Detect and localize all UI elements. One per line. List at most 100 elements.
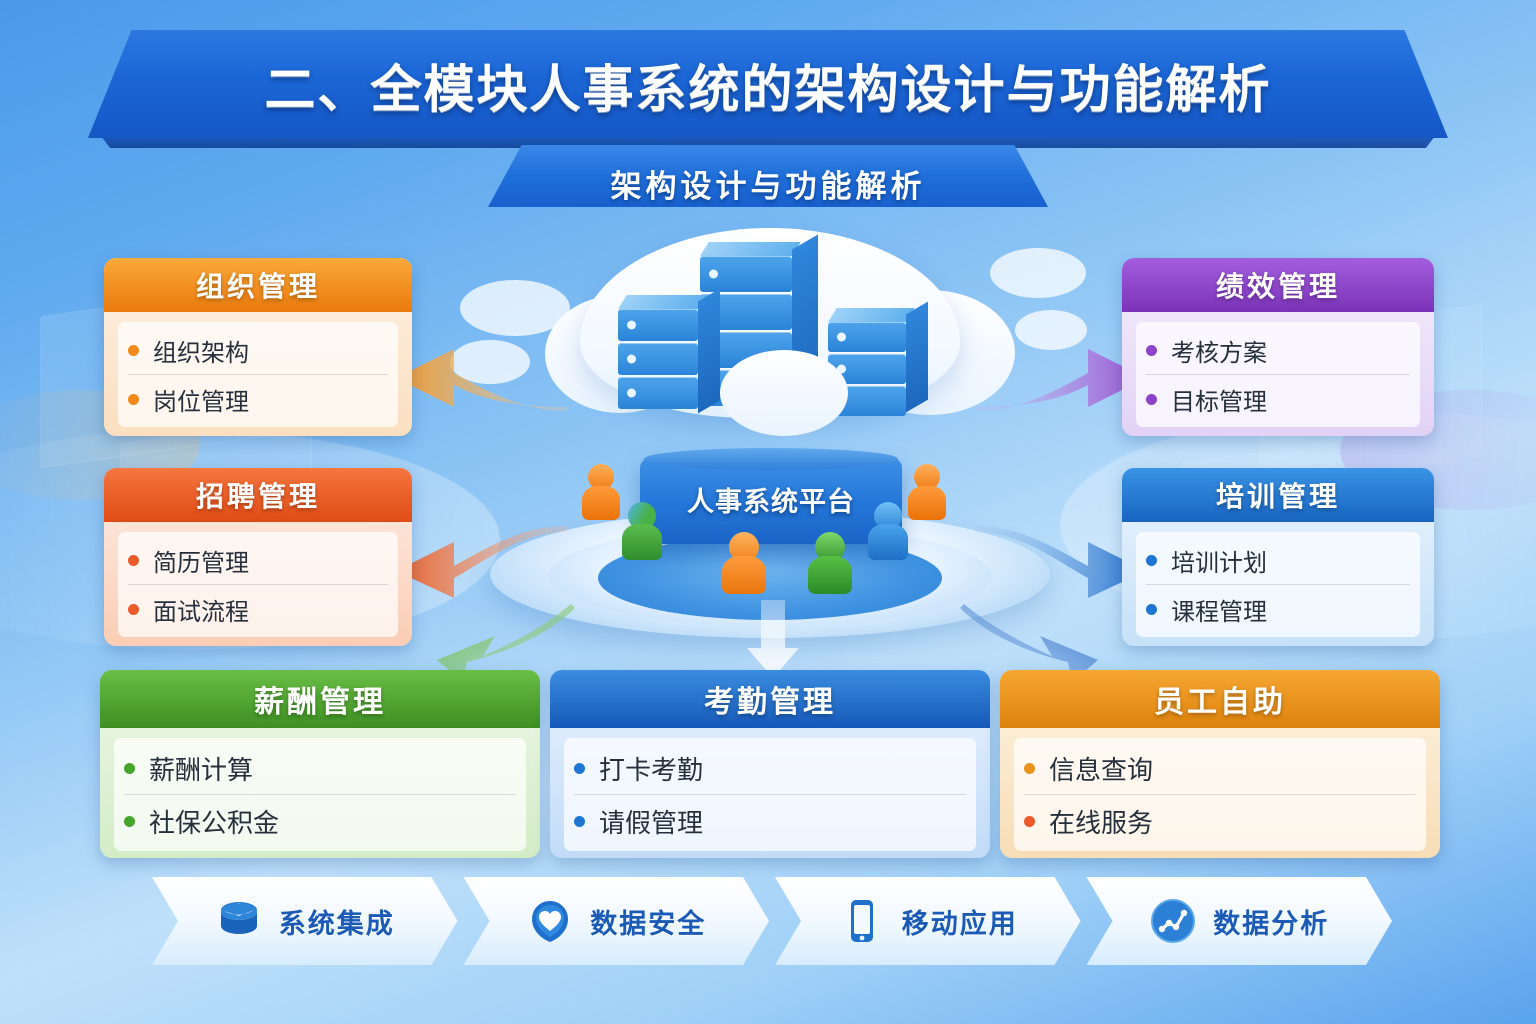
module-item[interactable]: 简历管理 [128,536,388,584]
module-card-header: 员工自助 [1000,670,1440,728]
bullet-dot-icon [128,554,139,566]
module-title: 组织管理 [195,271,320,302]
module-card-payroll[interactable]: 薪酬管理 薪酬计算 社保公积金 [100,670,540,858]
module-title: 绩效管理 [1215,271,1340,302]
cloud-decor [990,248,1086,298]
module-card-header: 组织管理 [104,258,412,312]
center-illustration: 人事系统平台 [450,210,1090,680]
bullet-dot-icon [1024,815,1035,827]
bullet-dot-icon [1146,554,1157,566]
module-item[interactable]: 课程管理 [1146,584,1410,633]
module-card-body: 信息查询 在线服务 [1000,728,1440,858]
module-card-header: 薪酬管理 [100,670,540,728]
module-card-training[interactable]: 培训管理 培训计划 课程管理 [1122,468,1434,646]
bullet-dot-icon [128,393,139,405]
module-item[interactable]: 面试流程 [128,584,388,633]
module-item-label: 请假管理 [599,807,704,838]
module-card-header: 培训管理 [1122,468,1434,522]
server-rack-left [618,288,720,420]
module-item-label: 培训计划 [1171,549,1267,577]
module-title: 考勤管理 [704,686,836,719]
module-card-performance[interactable]: 绩效管理 考核方案 目标管理 [1122,258,1434,436]
cloud-decor [450,340,530,384]
person-figure [808,532,852,594]
feature-chevron-data-analytics[interactable]: 数据分析 [1087,877,1393,965]
module-item[interactable]: 社保公积金 [124,794,516,847]
feature-label: 数据分析 [1213,908,1330,939]
bullet-dot-icon [124,762,135,774]
module-title: 招聘管理 [195,481,320,512]
module-title: 薪酬管理 [254,686,386,719]
module-item-label: 在线服务 [1049,807,1154,838]
module-item[interactable]: 培训计划 [1146,536,1410,584]
bullet-dot-icon [1146,393,1157,405]
person-figure [868,502,908,560]
shield-heart-icon [526,897,574,945]
module-item-label: 组织架构 [153,339,249,367]
module-item[interactable]: 岗位管理 [128,374,388,423]
cloud-decor [1015,310,1087,350]
module-item-label: 简历管理 [153,549,249,577]
arrow-to-organization [396,349,567,411]
bullet-dot-icon [124,815,135,827]
module-item-label: 打卡考勤 [599,754,704,785]
feature-label: 移动应用 [901,908,1018,939]
module-card-recruitment[interactable]: 招聘管理 简历管理 面试流程 [104,468,412,646]
module-item-label: 信息查询 [1049,754,1154,785]
feature-chevron-mobile-app[interactable]: 移动应用 [775,877,1081,965]
module-item-label: 目标管理 [1171,388,1267,416]
feature-chevron-data-security[interactable]: 数据安全 [464,877,770,965]
cloud-shape-front [720,350,848,436]
bullet-dot-icon [574,762,585,774]
bullet-dot-icon [1146,344,1157,356]
platform-label: 人事系统平台 [687,487,855,517]
module-card-body: 打卡考勤 请假管理 [550,728,990,858]
module-item-label: 课程管理 [1171,598,1267,626]
mobile-phone-icon [838,897,886,945]
module-card-body: 培训计划 课程管理 [1122,522,1434,646]
person-figure [722,532,766,594]
arrow-to-attendance [747,600,799,678]
module-card-organization[interactable]: 组织管理 组织架构 岗位管理 [104,258,412,436]
header: 二、全模块人事系统的架构设计与功能解析 架构设计与功能解析 [0,30,1536,210]
module-title: 培训管理 [1215,481,1340,512]
module-card-header: 考勤管理 [550,670,990,728]
page-subtitle: 架构设计与功能解析 [610,169,926,204]
module-item-label: 岗位管理 [153,388,249,416]
module-card-body: 薪酬计算 社保公积金 [100,728,540,858]
page-title: 二、全模块人事系统的架构设计与功能解析 [264,61,1272,118]
title-banner [88,30,1448,138]
bullet-dot-icon [128,344,139,356]
module-item-label: 考核方案 [1171,339,1267,367]
module-card-header: 绩效管理 [1122,258,1434,312]
module-card-self-service[interactable]: 员工自助 信息查询 在线服务 [1000,670,1440,858]
feature-label: 数据安全 [590,908,707,939]
module-card-attendance[interactable]: 考勤管理 打卡考勤 请假管理 [550,670,990,858]
module-card-body: 组织架构 岗位管理 [104,312,412,436]
module-item[interactable]: 目标管理 [1146,374,1410,423]
subtitle-banner [488,145,1048,207]
arrow-to-performance [975,349,1146,411]
module-item[interactable]: 在线服务 [1024,794,1416,847]
module-title: 员工自助 [1154,686,1286,719]
person-figure [622,502,662,560]
module-item[interactable]: 打卡考勤 [574,742,966,794]
arrow-to-recruitment [396,526,567,598]
module-item-label: 社保公积金 [149,807,280,838]
person-figure [582,464,620,520]
bullet-dot-icon [1146,603,1157,615]
module-item[interactable]: 考核方案 [1146,326,1410,374]
bullet-dot-icon [1024,762,1035,774]
module-item[interactable]: 薪酬计算 [124,742,516,794]
module-item[interactable]: 组织架构 [128,326,388,374]
module-card-body: 考核方案 目标管理 [1122,312,1434,436]
module-item[interactable]: 请假管理 [574,794,966,847]
database-layers-icon [215,897,263,945]
feature-label: 系统集成 [278,908,395,939]
module-card-body: 简历管理 面试流程 [104,522,412,646]
platform: 人事系统平台 [490,440,1050,640]
feature-chevron-system-integration[interactable]: 系统集成 [152,877,458,965]
arrow-to-training [975,526,1146,598]
module-item[interactable]: 信息查询 [1024,742,1416,794]
